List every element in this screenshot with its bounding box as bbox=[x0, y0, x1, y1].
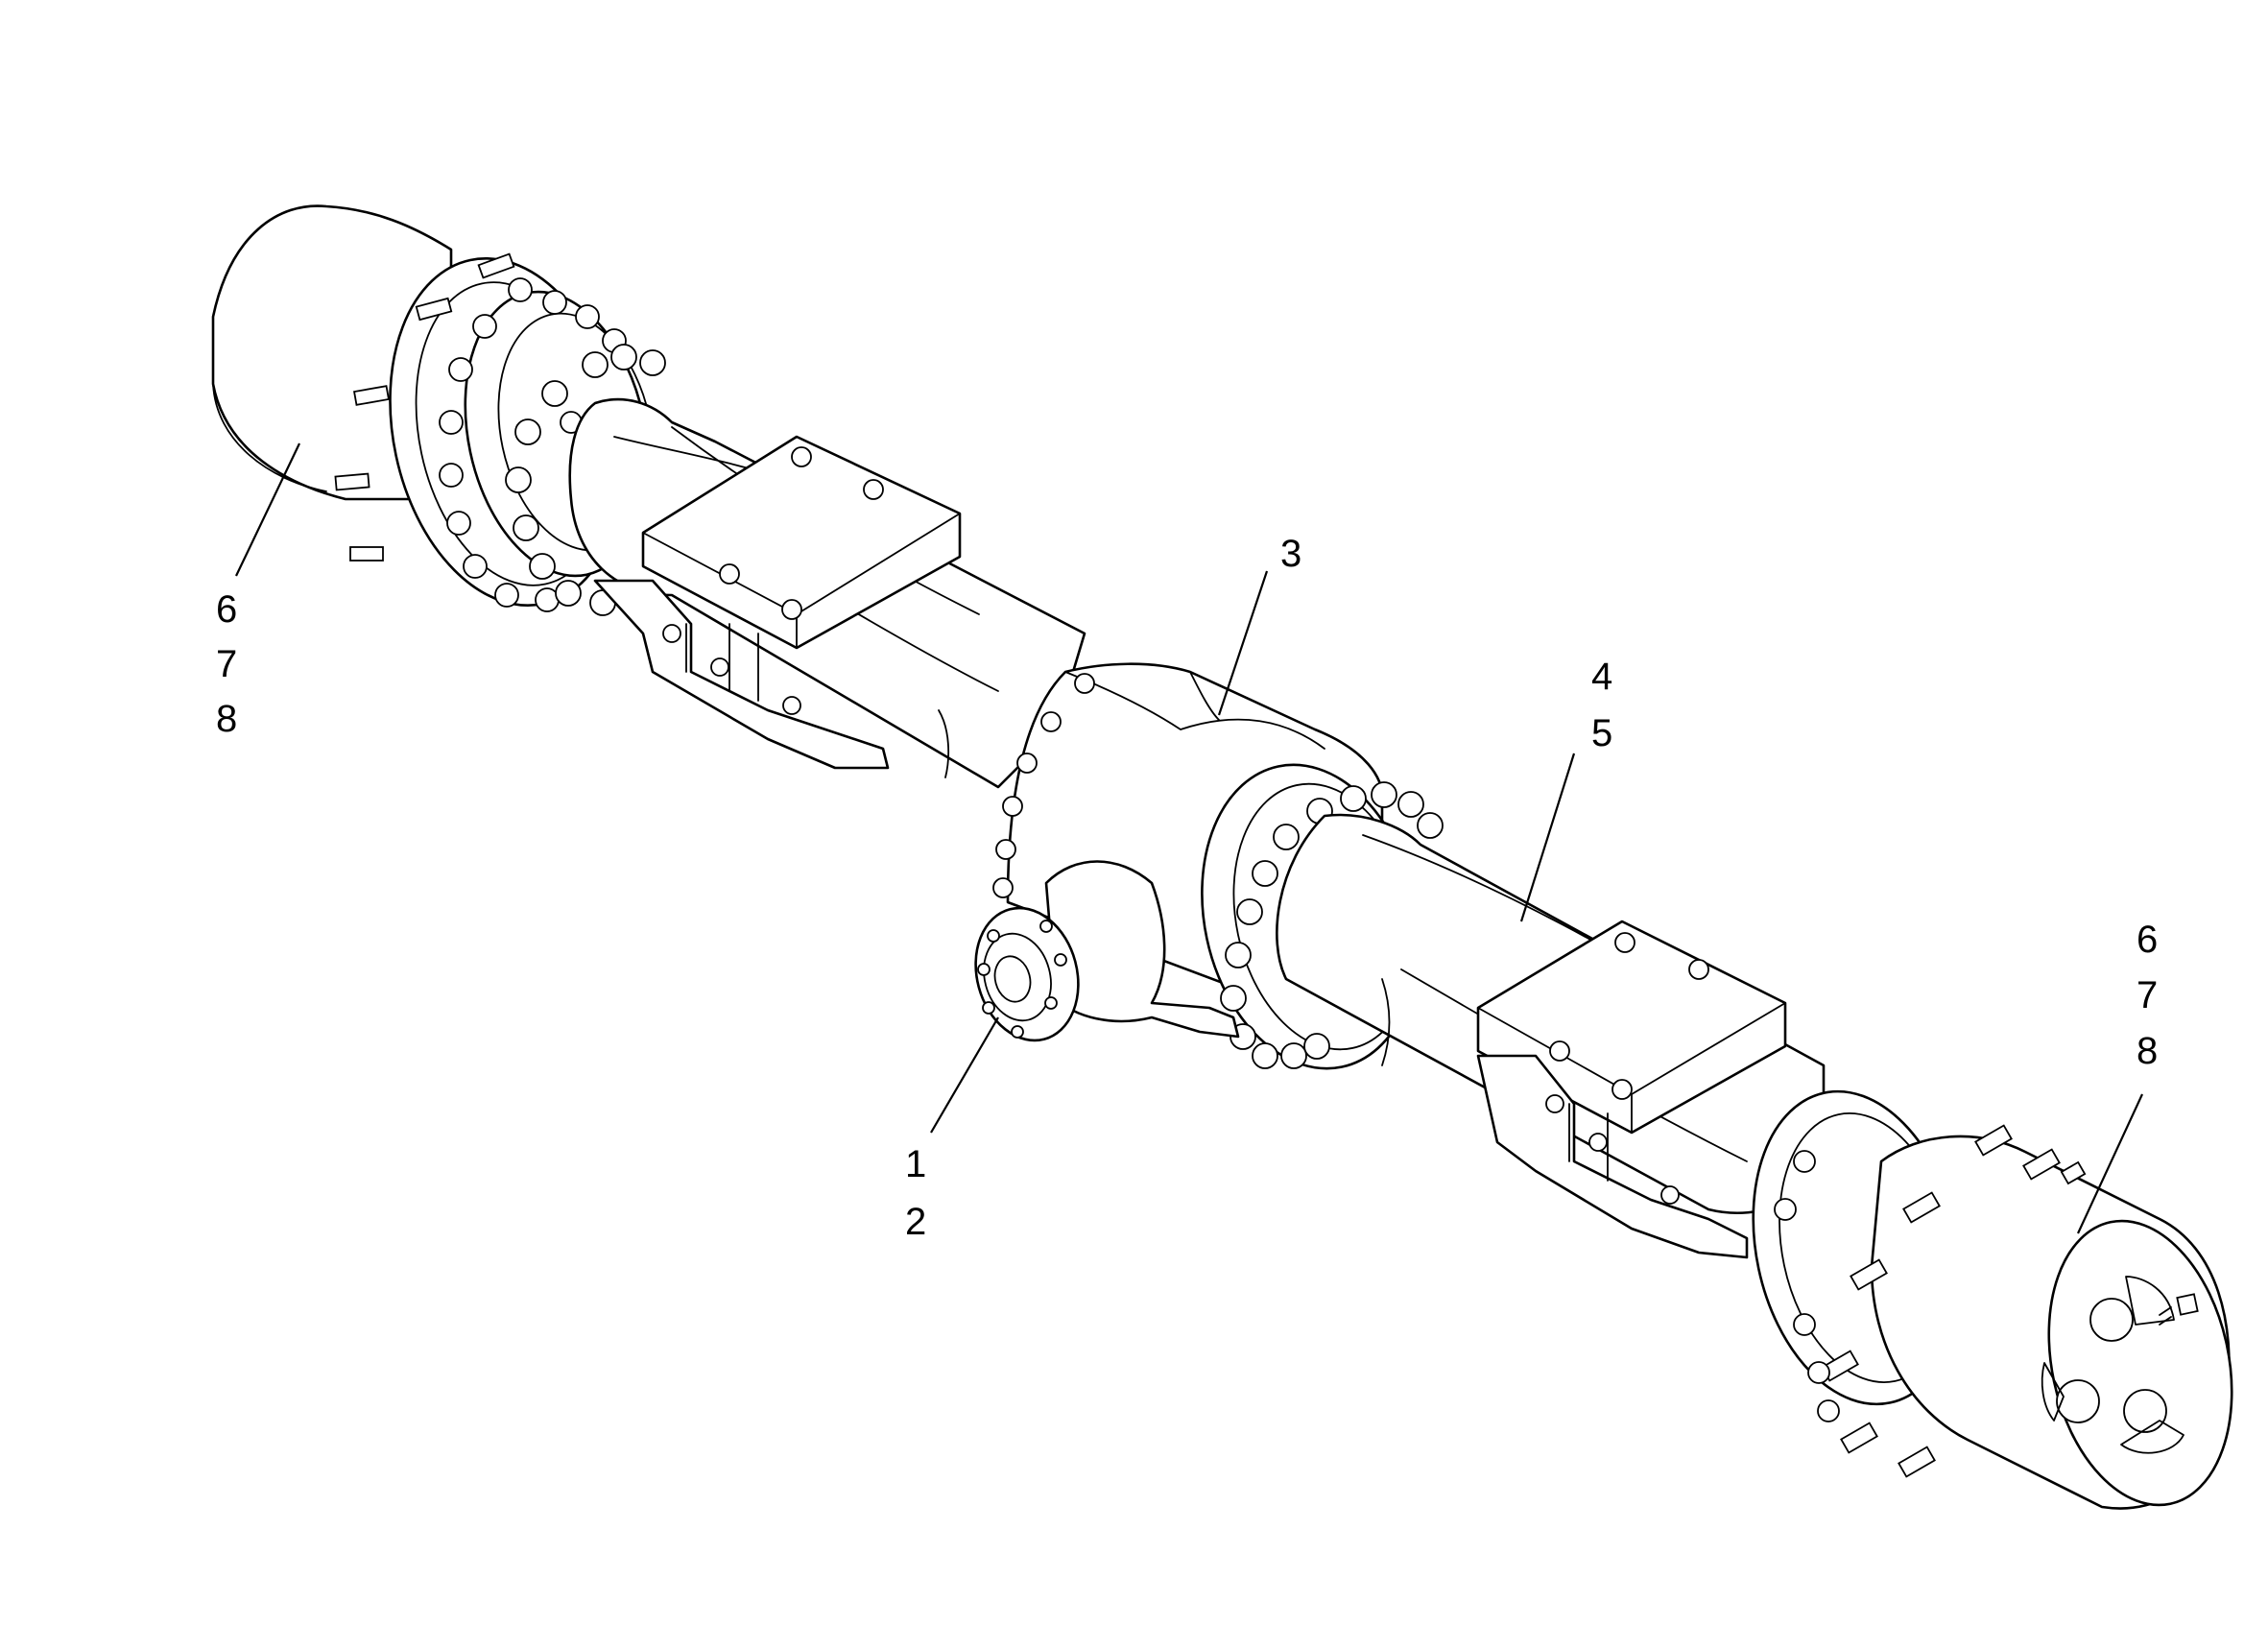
callout-input-flange-line-1: 1 bbox=[905, 1143, 926, 1185]
callout-left-hub: 6 7 8 bbox=[216, 588, 237, 740]
callout-center-housing-line-1: 3 bbox=[1280, 533, 1301, 575]
callout-left-hub-line-2: 7 bbox=[216, 643, 237, 685]
callout-right-hub-line-1: 6 bbox=[2137, 919, 2158, 961]
callout-input-flange-line-2: 2 bbox=[905, 1201, 926, 1243]
leader-lines bbox=[235, 442, 2143, 1234]
left-wheel-studs bbox=[334, 252, 515, 562]
right-axle-tube bbox=[1276, 813, 1826, 1259]
callout-left-hub-line-3: 8 bbox=[216, 698, 237, 740]
housing-flange-nuts bbox=[1220, 781, 1444, 1069]
callout-right-tube-line-1: 4 bbox=[1591, 656, 1612, 698]
callout-left-hub-line-1: 6 bbox=[216, 588, 237, 631]
right-wheel-hub bbox=[1752, 1089, 2233, 1510]
callout-right-tube: 4 5 bbox=[1591, 656, 1612, 754]
callout-right-hub-line-3: 8 bbox=[2137, 1030, 2158, 1072]
callout-input-flange: 1 2 bbox=[905, 1143, 926, 1243]
callout-right-hub-line-2: 7 bbox=[2137, 974, 2158, 1016]
left-wheel-hub bbox=[211, 204, 666, 616]
pinion-housing bbox=[1044, 860, 1240, 1039]
callout-right-tube-line-2: 5 bbox=[1591, 712, 1612, 754]
callout-center-housing: 3 bbox=[1280, 533, 1301, 575]
left-axle-tube bbox=[568, 397, 1086, 789]
housing-bolts bbox=[992, 673, 1095, 898]
right-hub-nuts bbox=[1774, 1150, 1840, 1422]
callout-right-hub: 6 7 8 bbox=[2137, 919, 2158, 1072]
